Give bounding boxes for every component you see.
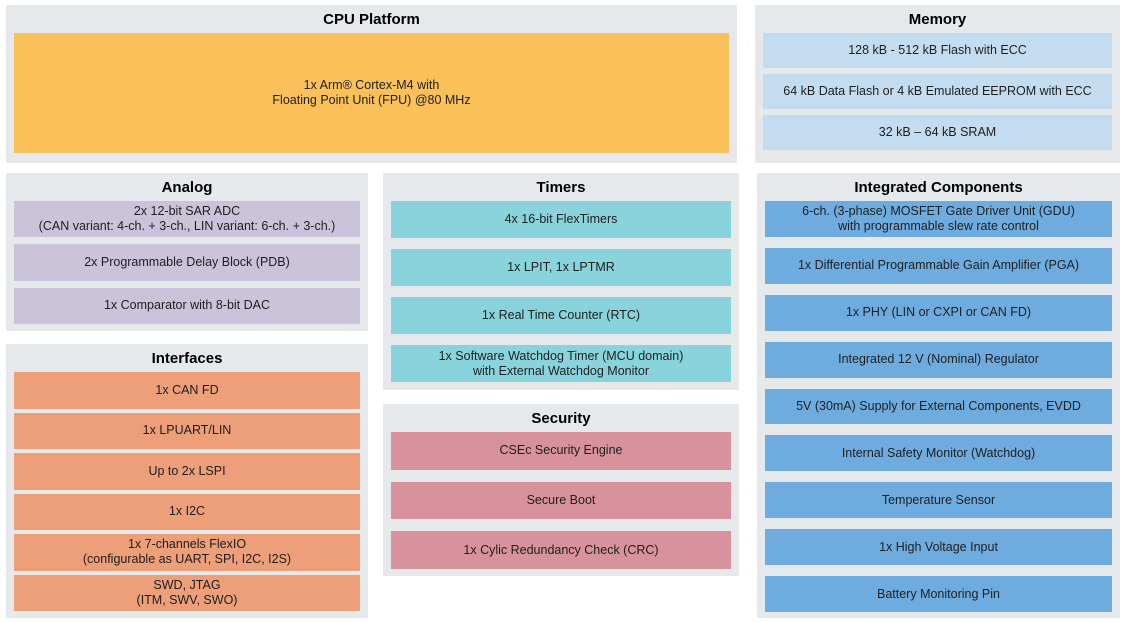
integrated-regulator-block: Integrated 12 V (Nominal) Regulator: [765, 341, 1112, 378]
interfaces-lpuart-block: 1x LPUART/LIN: [14, 412, 360, 449]
integrated-gdu-block: 6-ch. (3-phase) MOSFET Gate Driver Unit …: [765, 201, 1112, 237]
section-cpu-platform: CPU Platform 1x Arm® Cortex-M4 with Floa…: [6, 5, 737, 163]
bottom-row: Analog 2x 12-bit SAR ADC (CAN variant: 4…: [6, 173, 1120, 618]
integrated-pga-block: 1x Differential Programmable Gain Amplif…: [765, 247, 1112, 284]
cpu-platform-title: CPU Platform: [323, 11, 420, 28]
integrated-phy-block: 1x PHY (LIN or CXPI or CAN FD): [765, 294, 1112, 331]
left-column: Analog 2x 12-bit SAR ADC (CAN variant: 4…: [6, 173, 368, 618]
timers-watchdog-block: 1x Software Watchdog Timer (MCU domain) …: [391, 345, 731, 382]
middle-column: Timers 4x 16-bit FlexTimers 1x LPIT, 1x …: [383, 173, 739, 618]
top-row: CPU Platform 1x Arm® Cortex-M4 with Floa…: [6, 5, 1120, 163]
interfaces-debug-block: SWD, JTAG (ITM, SWV, SWO): [14, 574, 360, 611]
analog-blocks: 2x 12-bit SAR ADC (CAN variant: 4-ch. + …: [14, 201, 360, 331]
security-title: Security: [531, 410, 591, 427]
interfaces-flexio-block: 1x 7-channels FlexIO (configurable as UA…: [14, 534, 360, 571]
interfaces-lspi-block: Up to 2x LSPI: [14, 453, 360, 490]
section-timers: Timers 4x 16-bit FlexTimers 1x LPIT, 1x …: [383, 173, 739, 390]
section-integrated-components: Integrated Components 6-ch. (3-phase) MO…: [757, 173, 1120, 618]
timers-flextimers-block: 4x 16-bit FlexTimers: [391, 201, 731, 238]
security-secureboot-block: Secure Boot: [391, 481, 731, 520]
timers-blocks: 4x 16-bit FlexTimers 1x LPIT, 1x LPTMR 1…: [391, 201, 731, 390]
timers-title: Timers: [536, 179, 586, 196]
timers-lpit-block: 1x LPIT, 1x LPTMR: [391, 249, 731, 286]
security-csec-block: CSEc Security Engine: [391, 432, 731, 470]
section-memory: Memory 128 kB - 512 kB Flash with ECC 64…: [755, 5, 1120, 163]
memory-title: Memory: [908, 11, 967, 28]
security-blocks: CSEc Security Engine Secure Boot 1x Cyli…: [391, 432, 731, 576]
timers-rtc-block: 1x Real Time Counter (RTC): [391, 297, 731, 334]
interfaces-i2c-block: 1x I2C: [14, 493, 360, 530]
section-security: Security CSEc Security Engine Secure Boo…: [383, 404, 739, 576]
interfaces-canfd-block: 1x CAN FD: [14, 372, 360, 409]
integrated-components-blocks: 6-ch. (3-phase) MOSFET Gate Driver Unit …: [765, 201, 1112, 618]
integrated-temp-sensor-block: Temperature Sensor: [765, 482, 1112, 519]
memory-blocks: 128 kB - 512 kB Flash with ECC 64 kB Dat…: [763, 33, 1112, 163]
integrated-safety-monitor-block: Internal Safety Monitor (Watchdog): [765, 435, 1112, 472]
interfaces-blocks: 1x CAN FD 1x LPUART/LIN Up to 2x LSPI 1x…: [14, 372, 360, 618]
section-analog: Analog 2x 12-bit SAR ADC (CAN variant: 4…: [6, 173, 368, 331]
right-column: Integrated Components 6-ch. (3-phase) MO…: [757, 173, 1120, 618]
integrated-battery-pin-block: Battery Monitoring Pin: [765, 576, 1112, 613]
integrated-hv-input-block: 1x High Voltage Input: [765, 529, 1112, 566]
memory-sram-block: 32 kB – 64 kB SRAM: [763, 115, 1112, 150]
integrated-components-title: Integrated Components: [854, 179, 1023, 196]
analog-pdb-block: 2x Programmable Delay Block (PDB): [14, 244, 360, 281]
analog-comparator-block: 1x Comparator with 8-bit DAC: [14, 287, 360, 324]
cpu-platform-blocks: 1x Arm® Cortex-M4 with Floating Point Un…: [14, 33, 729, 163]
integrated-5v-supply-block: 5V (30mA) Supply for External Components…: [765, 388, 1112, 425]
interfaces-title: Interfaces: [151, 350, 223, 367]
cpu-core-block: 1x Arm® Cortex-M4 with Floating Point Un…: [14, 33, 729, 153]
memory-flash-block: 128 kB - 512 kB Flash with ECC: [763, 33, 1112, 68]
security-crc-block: 1x Cylic Redundancy Check (CRC): [391, 531, 731, 570]
section-interfaces: Interfaces 1x CAN FD 1x LPUART/LIN Up to…: [6, 344, 368, 618]
memory-dataflash-block: 64 kB Data Flash or 4 kB Emulated EEPROM…: [763, 74, 1112, 109]
analog-title: Analog: [161, 179, 213, 196]
analog-adc-block: 2x 12-bit SAR ADC (CAN variant: 4-ch. + …: [14, 201, 360, 238]
